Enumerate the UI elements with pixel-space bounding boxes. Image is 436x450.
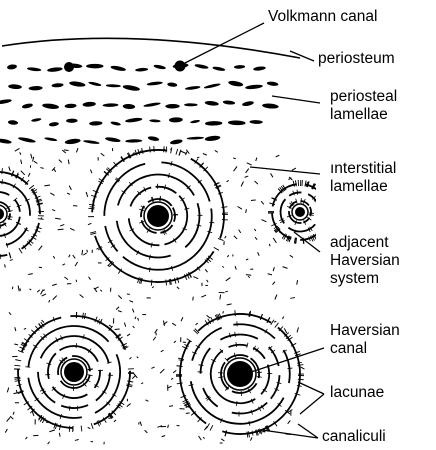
- label-lacunae: lacunae: [330, 384, 384, 402]
- label-interstitial-lamellae-line2: lamellae: [330, 178, 388, 195]
- periosteal-lamellae: [0, 63, 279, 145]
- label-canaliculi: canaliculi: [322, 428, 386, 446]
- label-canaliculi-text: canaliculi: [322, 428, 386, 445]
- label-periosteal-lamellae: periosteal lamellae: [330, 88, 397, 124]
- haversian-canal-dot: [227, 361, 253, 387]
- label-adjacent-line3: system: [330, 270, 379, 287]
- label-adjacent-line1: adjacent: [330, 234, 389, 251]
- label-adjacent-haversian-system: adjacent Haversian system: [330, 234, 400, 288]
- haversian-system: [0, 168, 44, 260]
- haversian-system: [88, 146, 228, 286]
- haversian-canal-dot: [295, 207, 305, 217]
- label-periosteal-lamellae-line2: lamellae: [330, 106, 388, 123]
- label-adjacent-line2: Haversian: [330, 252, 400, 269]
- label-interstitial-lamellae-line1: ınterstitial: [330, 160, 396, 177]
- label-interstitial-lamellae: ınterstitial lamellae: [330, 160, 396, 196]
- label-haversian-canal: Haversian canal: [330, 322, 400, 358]
- haversian-canal-dot: [64, 362, 84, 382]
- label-periosteum-text: periosteum: [318, 50, 395, 67]
- label-periosteal-lamellae-line1: periosteal: [330, 88, 397, 105]
- volkmann-canal-left: [64, 62, 74, 72]
- label-volkmann-canal: Volkmann canal: [268, 8, 377, 26]
- label-volkmann-canal-text: Volkmann canal: [268, 8, 377, 25]
- label-periosteum: periosteum: [318, 50, 395, 68]
- haversian-canal-dot: [147, 205, 169, 227]
- haversian-system: [14, 312, 134, 432]
- leader-periosteal-lamellae: [272, 96, 320, 103]
- label-haversian-canal-line1: Haversian: [330, 322, 400, 339]
- volkmann-canal-right: [175, 61, 186, 72]
- leader-interstitial: [250, 167, 320, 174]
- periosteum-line: [2, 38, 300, 58]
- label-lacunae-text: lacunae: [330, 384, 384, 401]
- label-haversian-canal-line2: canal: [330, 340, 367, 357]
- leader-canaliculi-a: [262, 430, 318, 438]
